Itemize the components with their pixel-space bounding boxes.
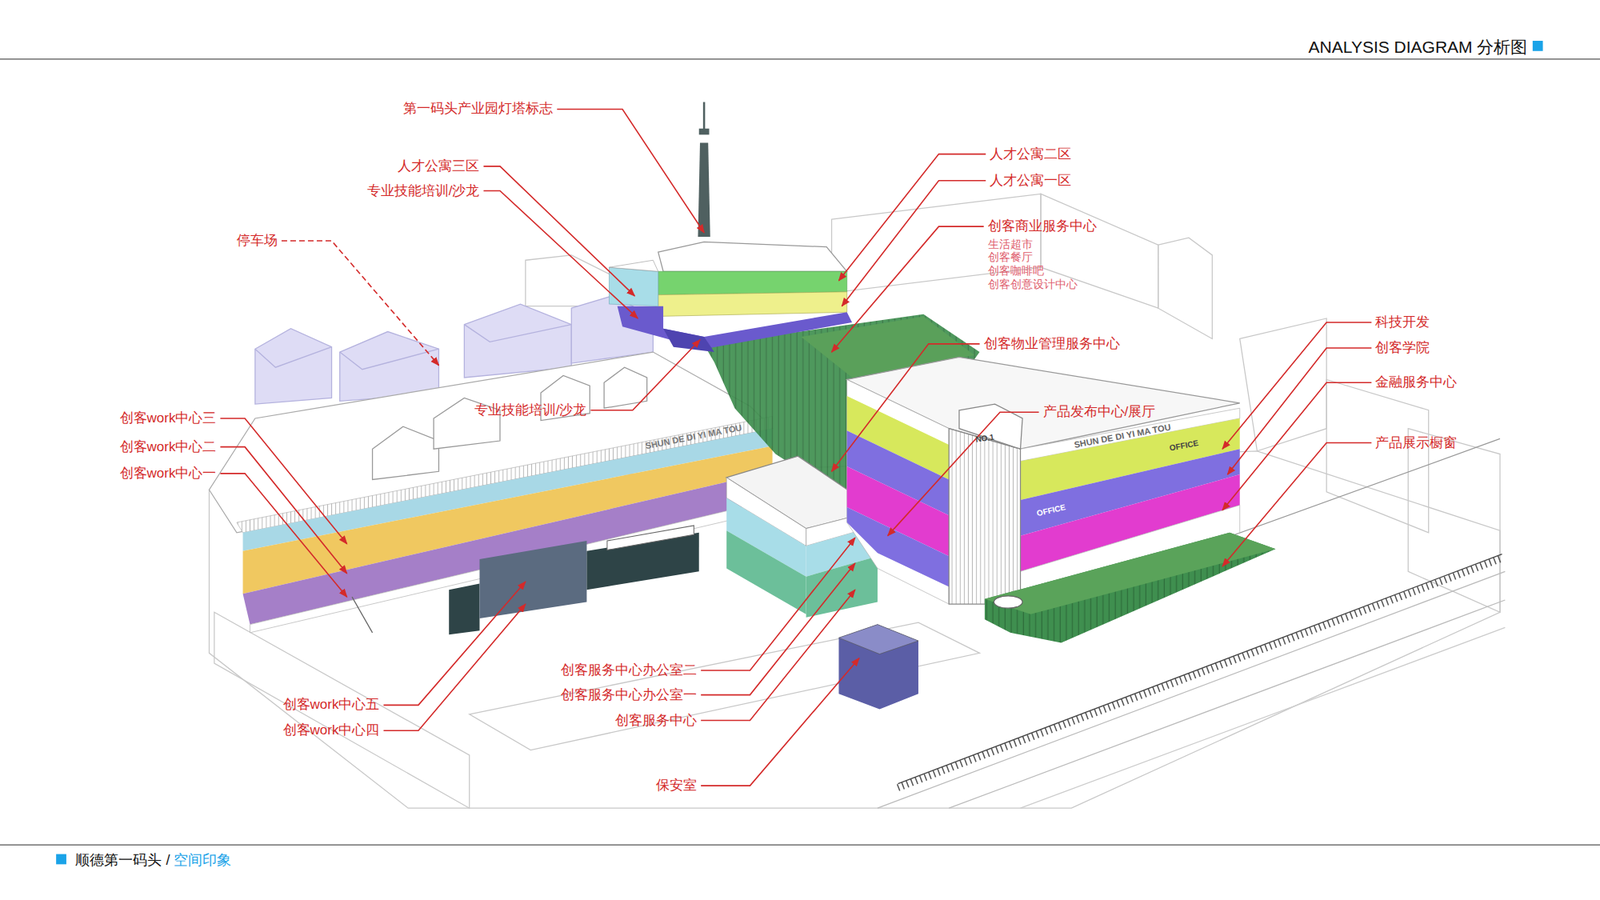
leader-line — [590, 340, 700, 411]
tall-building — [847, 356, 1276, 643]
callout-label: 科技开发 — [1375, 314, 1430, 331]
page-title: ANALYSIS DIAGRAM 分析图 — [1308, 37, 1528, 57]
callout-label: 创客work中心四 — [283, 722, 380, 739]
callout-label: 创客work中心五 — [283, 697, 380, 714]
leader-line — [483, 166, 635, 296]
callout-label: 创客商业服务中心 — [988, 218, 1097, 235]
leader-line — [832, 344, 980, 472]
header-rule — [0, 58, 1600, 60]
callout-label: 创客餐厅 — [988, 250, 1033, 264]
callout-label: 产品展示橱窗 — [1375, 435, 1457, 452]
callout-label: 生活超市 — [988, 237, 1033, 251]
leader-line — [700, 537, 856, 671]
apartments — [608, 241, 852, 352]
guard-room — [838, 624, 918, 710]
callout-label: 产品发布中心/展厅 — [1043, 404, 1156, 421]
leader-line — [220, 418, 347, 544]
leader-line — [383, 604, 525, 731]
callout-label: 创客服务中心办公室二 — [560, 662, 697, 679]
callout-label: 创客创意设计中心 — [988, 277, 1078, 291]
leader-line — [1227, 348, 1372, 475]
callout-label: 创客咖啡吧 — [988, 264, 1044, 277]
callout-label: 创客服务中心 — [615, 712, 697, 729]
callout-label: 创客work中心三 — [120, 410, 217, 427]
footer-rule — [0, 844, 1600, 845]
callout-label: 停车场 — [236, 232, 278, 249]
leader-line — [1222, 443, 1372, 567]
callout-label: 人才公寓二区 — [989, 146, 1072, 163]
callout-label: 金融服务中心 — [1375, 375, 1457, 392]
callout-label: 创客work中心一 — [120, 465, 217, 482]
callout-label: 创客服务中心办公室一 — [560, 687, 697, 704]
header-mark — [1532, 40, 1544, 52]
footer-text: 顺德第一码头 / — [75, 852, 170, 869]
leader-line — [700, 589, 856, 720]
leader-line — [281, 240, 440, 366]
leader-line — [220, 447, 347, 574]
callout-label: 专业技能培训/沙龙 — [367, 183, 480, 200]
callout-label: 创客学院 — [1375, 340, 1430, 356]
context-buildings — [208, 193, 1500, 808]
leader-line — [220, 473, 347, 597]
callout-label: 专业技能培训/沙龙 — [474, 402, 588, 419]
leader-line — [832, 226, 984, 352]
leader-line — [383, 581, 525, 705]
leader-line — [888, 412, 1040, 536]
callout-label: 创客work中心二 — [120, 439, 217, 456]
work-center-building — [208, 352, 772, 635]
callout-label: 人才公寓一区 — [989, 172, 1072, 189]
callout-label: 人才公寓三区 — [397, 158, 480, 175]
footer-mark — [56, 854, 67, 865]
callout-label: 第一码头产业园灯塔标志 — [403, 101, 553, 118]
leader-line — [483, 191, 638, 319]
lighthouse — [697, 102, 710, 237]
leader-line — [556, 108, 704, 232]
leader-line — [838, 154, 986, 281]
callout-label: 创客物业管理服务中心 — [984, 336, 1120, 352]
leader-line — [841, 180, 986, 307]
callout-label: 保安室 — [656, 777, 697, 794]
leader-line — [700, 658, 860, 786]
leader-line — [700, 563, 856, 696]
leader-line — [1222, 382, 1372, 510]
footer-text: 空间印象 — [173, 852, 232, 869]
